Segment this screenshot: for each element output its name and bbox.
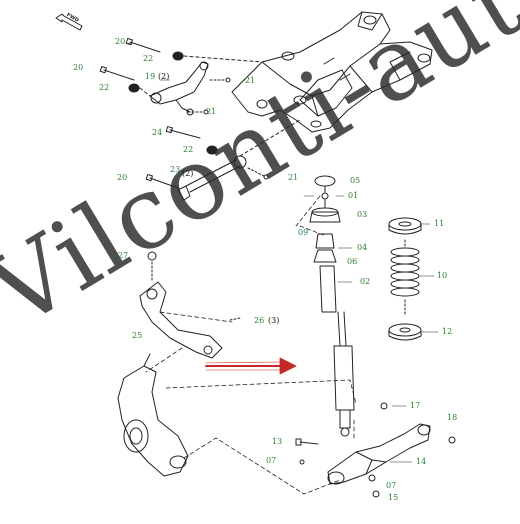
toe-link (145, 119, 301, 201)
callout-18: 18 (447, 413, 458, 422)
pointer-arrow-icon (205, 357, 297, 375)
upper-fasteners (99, 37, 263, 115)
callout-20: 20 (115, 37, 126, 46)
fwd-label: FWD (65, 12, 80, 24)
callout-24: 24 (152, 128, 163, 137)
wheel-knuckle (117, 353, 189, 477)
callout-05: 05 (350, 176, 361, 185)
upper-control-arm (149, 61, 209, 116)
rear-subframe (231, 11, 433, 133)
callout-21: 21 (288, 173, 299, 182)
callout-qty: (2) (182, 169, 194, 178)
callout-10: 10 (437, 271, 448, 280)
callout-06: 06 (347, 257, 358, 266)
callout-22: 22 (143, 54, 154, 63)
callout-qty: (2) (158, 72, 170, 81)
callout-14: 14 (416, 457, 427, 466)
callout-12: 12 (442, 327, 453, 336)
trailing-arm-bracket (139, 251, 241, 359)
callout-03: 03 (357, 210, 368, 219)
callout-20: 20 (117, 173, 128, 182)
callout-21: 21 (245, 76, 256, 85)
reference-lines (145, 195, 357, 495)
callout-22: 22 (99, 83, 110, 92)
callout-09: 09 (298, 228, 309, 237)
callout-13: 13 (272, 437, 283, 446)
callout-15: 15 (388, 493, 399, 502)
callout-27: 27 (118, 251, 129, 260)
callout-26: 26 (254, 316, 265, 325)
callout-19: 19 (145, 72, 156, 81)
callout-20: 20 (73, 63, 84, 72)
coil-spring (388, 217, 422, 341)
callout-07: 07 (266, 456, 277, 465)
callout-01: 01 (348, 191, 359, 200)
callout-23: 23 (170, 165, 181, 174)
callout-qty: (3) (268, 316, 280, 325)
callout-17: 17 (410, 401, 421, 410)
leader-lines (127, 42, 439, 463)
callout-02: 02 (360, 277, 371, 286)
callout-04: 04 (357, 243, 368, 252)
callout-11: 11 (434, 219, 445, 228)
fwd-arrow-icon (55, 13, 83, 31)
lower-control-arm (295, 402, 456, 498)
shock-absorber (309, 175, 355, 437)
callout-25: 25 (132, 331, 143, 340)
callout-07: 07 (386, 481, 397, 490)
callout-21: 21 (206, 107, 217, 116)
callout-22: 22 (183, 145, 194, 154)
